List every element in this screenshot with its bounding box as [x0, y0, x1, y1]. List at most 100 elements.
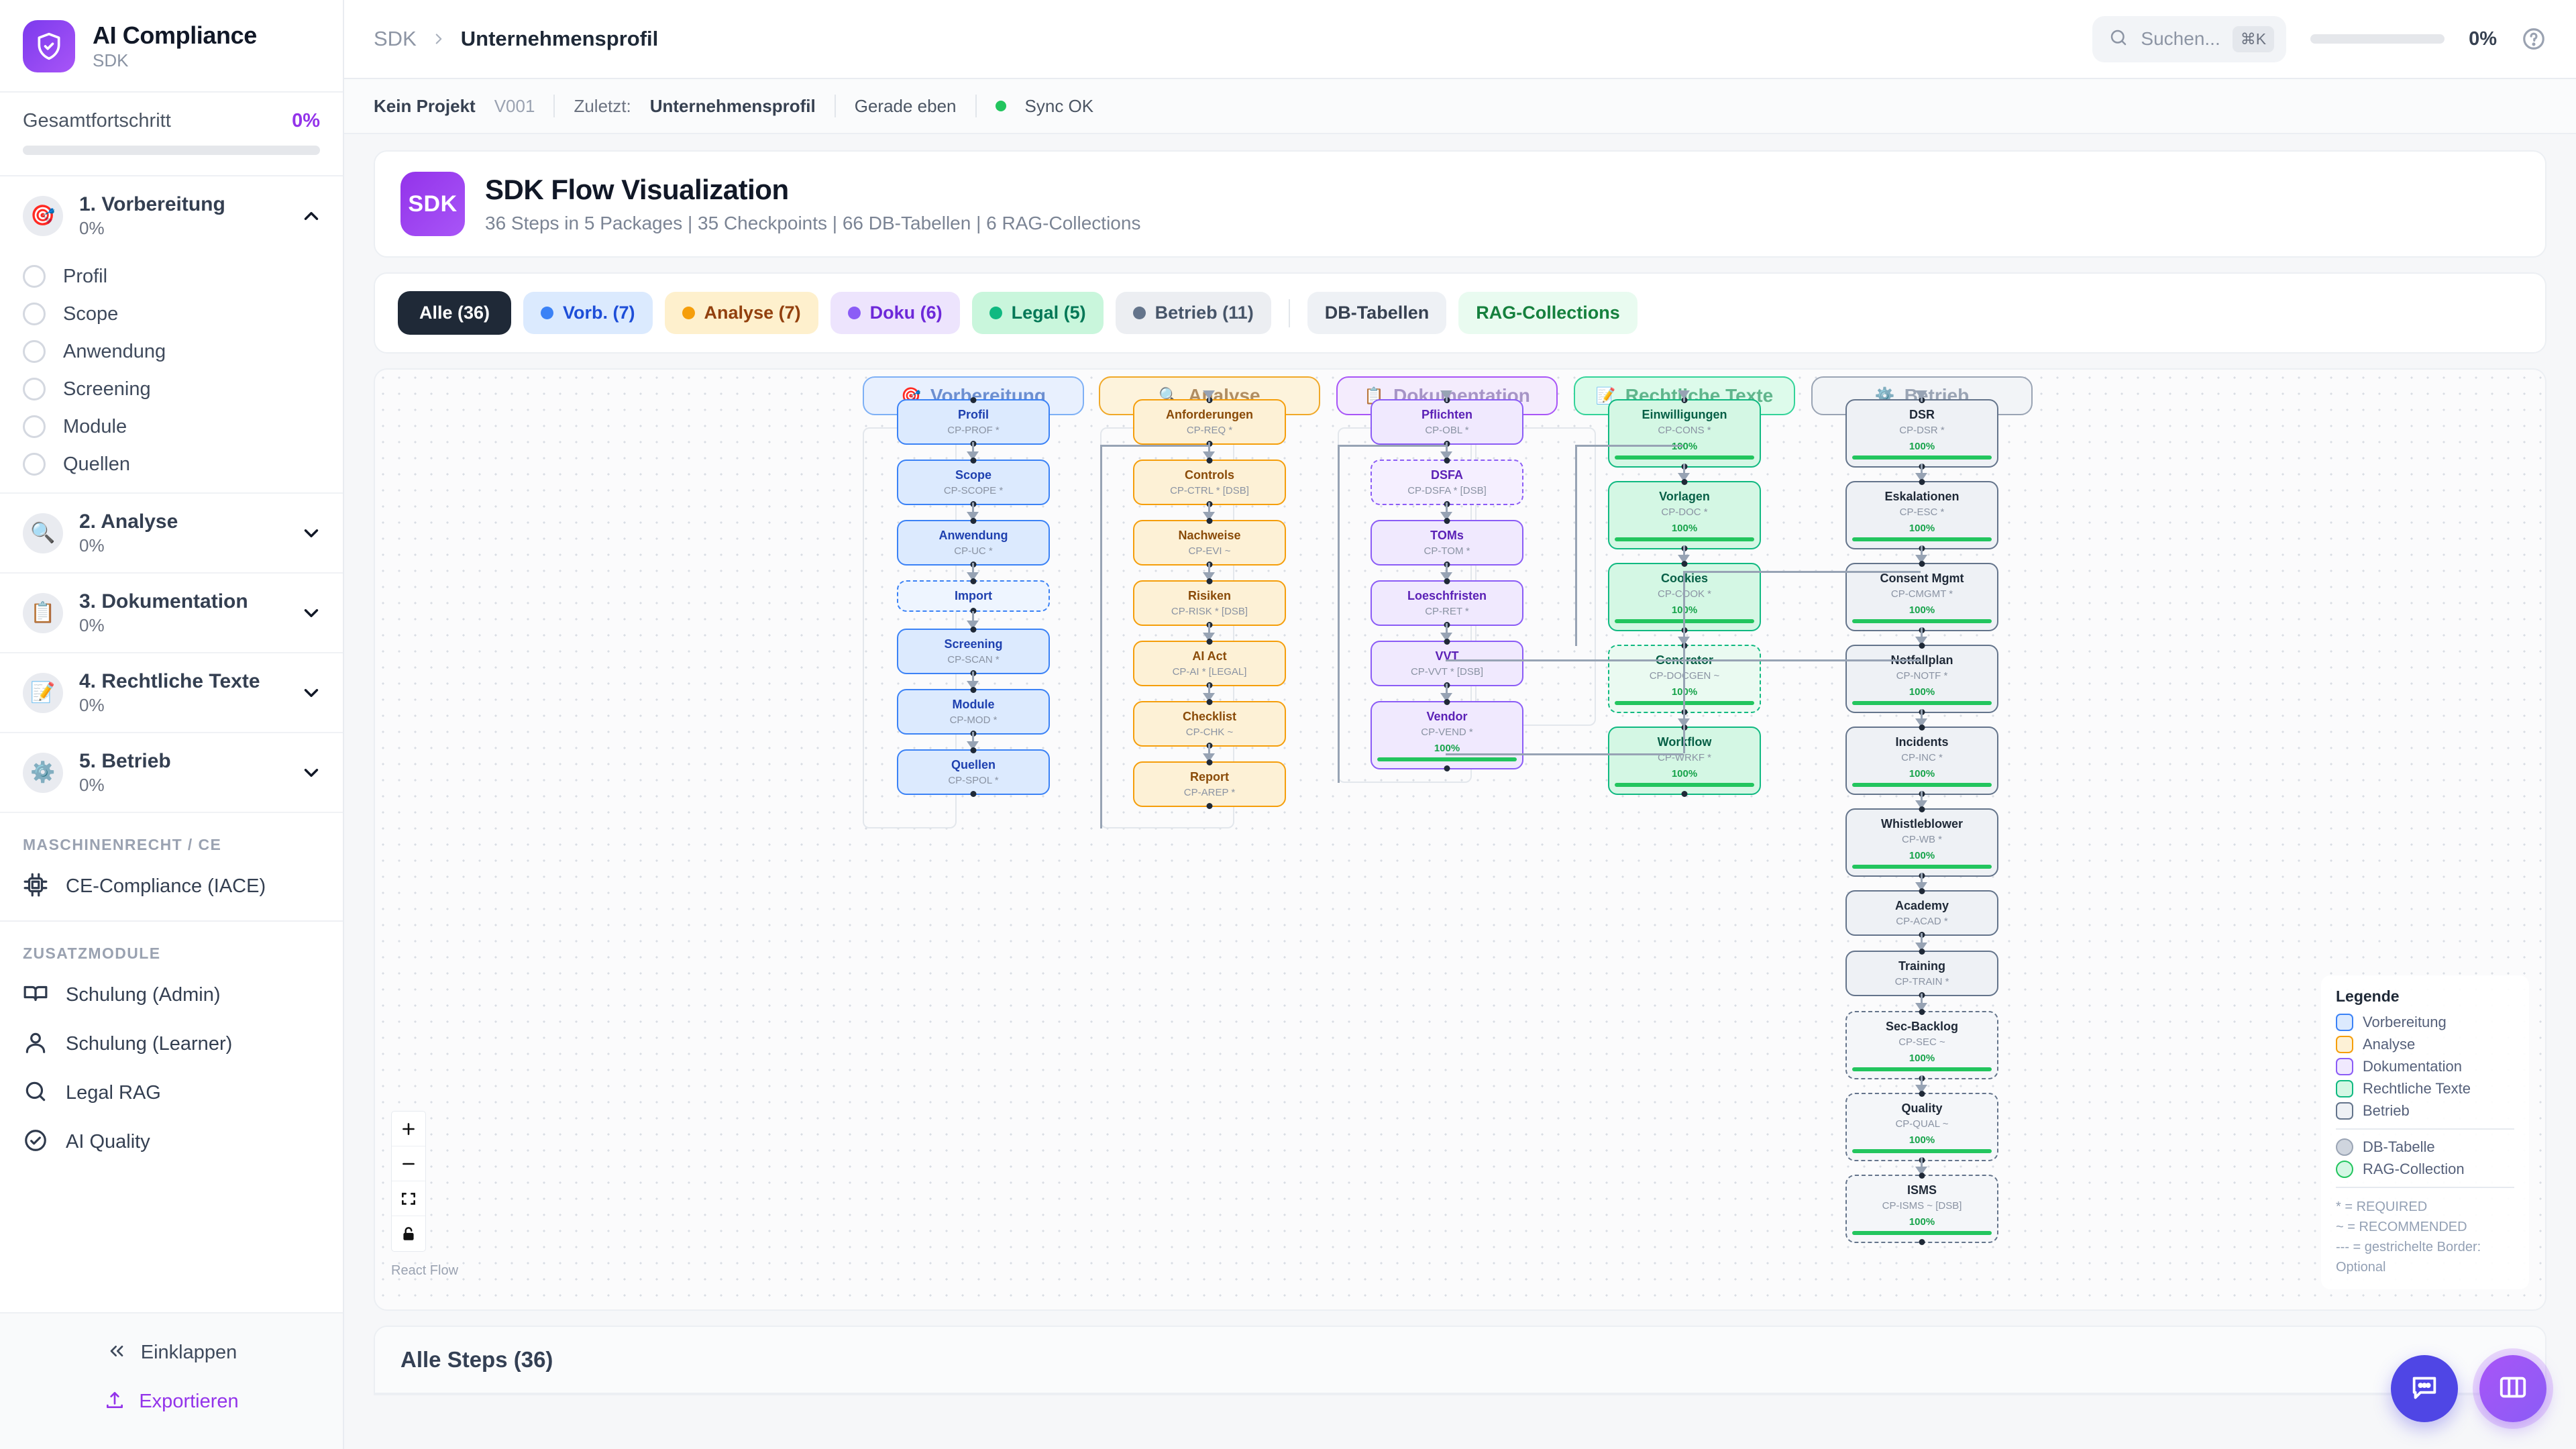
- node-handle-top: [1681, 561, 1688, 567]
- chevron-down-icon[interactable]: [300, 761, 323, 784]
- react-flow-attribution[interactable]: React Flow: [391, 1263, 459, 1278]
- filter-pill-analyse[interactable]: Analyse (7): [664, 292, 818, 334]
- sidebar-item-schulung-admin[interactable]: Schulung (Admin): [0, 971, 343, 1020]
- lock-open-icon[interactable]: [392, 1216, 425, 1251]
- node-checkpoint: CP-RISK * [DSB]: [1171, 605, 1248, 617]
- search-shortcut: ⌘K: [2232, 25, 2275, 52]
- sidebar-item-legal-rag[interactable]: Legal RAG: [0, 1069, 343, 1118]
- panel-fab-button[interactable]: [2479, 1355, 2546, 1422]
- node-checkpoint: CP-NOTF *: [1896, 669, 1948, 682]
- chevrons-left-icon: [106, 1340, 127, 1365]
- step-status-radio[interactable]: [23, 340, 46, 363]
- filter-pill-legal[interactable]: Legal (5): [971, 292, 1104, 334]
- node-handle-top: [1919, 1009, 1925, 1015]
- collapse-sidebar-button[interactable]: Einklappen: [0, 1328, 343, 1377]
- filter-pill-all[interactable]: Alle (36): [398, 291, 512, 335]
- node-checkpoint: CP-VEND *: [1421, 726, 1473, 738]
- sidebar-item-profil[interactable]: Profil: [0, 258, 343, 295]
- node-name: Screening: [944, 637, 1003, 651]
- zoom-in-button[interactable]: [392, 1112, 425, 1146]
- phase-name: 2. Analyse: [79, 511, 178, 533]
- sidebar-item-anwendung[interactable]: Anwendung: [0, 333, 343, 370]
- zoom-out-button[interactable]: [392, 1146, 425, 1181]
- step-status-radio[interactable]: [23, 415, 46, 438]
- fit-view-button[interactable]: [392, 1181, 425, 1216]
- chat-fab-button[interactable]: [2391, 1355, 2458, 1422]
- step-status-radio[interactable]: [23, 378, 46, 400]
- search-input[interactable]: Suchen... ⌘K: [2092, 15, 2287, 62]
- export-button[interactable]: Exportieren: [0, 1377, 343, 1426]
- chevron-down-icon[interactable]: [300, 682, 323, 704]
- phase-percent: 0%: [79, 218, 105, 238]
- sidebar-item-schulung-learner[interactable]: Schulung (Learner): [0, 1020, 343, 1069]
- sidebar-item-ai-quality[interactable]: AI Quality: [0, 1118, 343, 1167]
- step-status-radio[interactable]: [23, 303, 46, 325]
- chevron-down-icon[interactable]: [300, 602, 323, 625]
- node-progress-bar: [1852, 700, 1992, 705]
- zoom-controls[interactable]: [391, 1111, 426, 1252]
- step-status-radio[interactable]: [23, 265, 46, 288]
- chevron-down-icon[interactable]: [300, 522, 323, 545]
- legend-note: ~ = RECOMMENDED: [2336, 1220, 2467, 1234]
- step-status-radio[interactable]: [23, 453, 46, 476]
- node-name: Anwendung: [938, 529, 1008, 542]
- node-name: Quality: [1901, 1102, 1943, 1115]
- filter-pill-vorb[interactable]: Vorb. (7): [523, 292, 653, 334]
- help-circle-icon[interactable]: [2521, 26, 2546, 52]
- flow-node-import[interactable]: Import: [897, 578, 1050, 614]
- sidebar-item-ce-compliance[interactable]: CE-Compliance (IACE): [0, 862, 343, 911]
- sidebar-item-label: Profil: [63, 265, 108, 287]
- breadcrumb-root[interactable]: SDK: [374, 27, 417, 50]
- node-name: VVT: [1435, 649, 1459, 663]
- filter-pill-betrieb[interactable]: Betrieb (11): [1115, 292, 1271, 334]
- filter-pill-rag[interactable]: RAG-Collections: [1458, 292, 1638, 334]
- sidebar-item-screening[interactable]: Screening: [0, 370, 343, 408]
- chevron-up-icon[interactable]: [300, 205, 323, 227]
- filter-pill-db[interactable]: DB-Tabellen: [1307, 292, 1447, 334]
- brand[interactable]: AI Compliance SDK: [0, 0, 343, 93]
- sidebar-item-module[interactable]: Module: [0, 408, 343, 445]
- sidebar-item-quellen[interactable]: Quellen: [0, 445, 343, 483]
- upload-icon: [104, 1389, 125, 1414]
- sidebar-item-scope[interactable]: Scope: [0, 295, 343, 333]
- flow-canvas[interactable]: 🎯Vorbereitung🔍Analyse📋Dokumentation📝Rech…: [374, 368, 2546, 1311]
- filter-pill-doku[interactable]: Doku (6): [830, 292, 960, 334]
